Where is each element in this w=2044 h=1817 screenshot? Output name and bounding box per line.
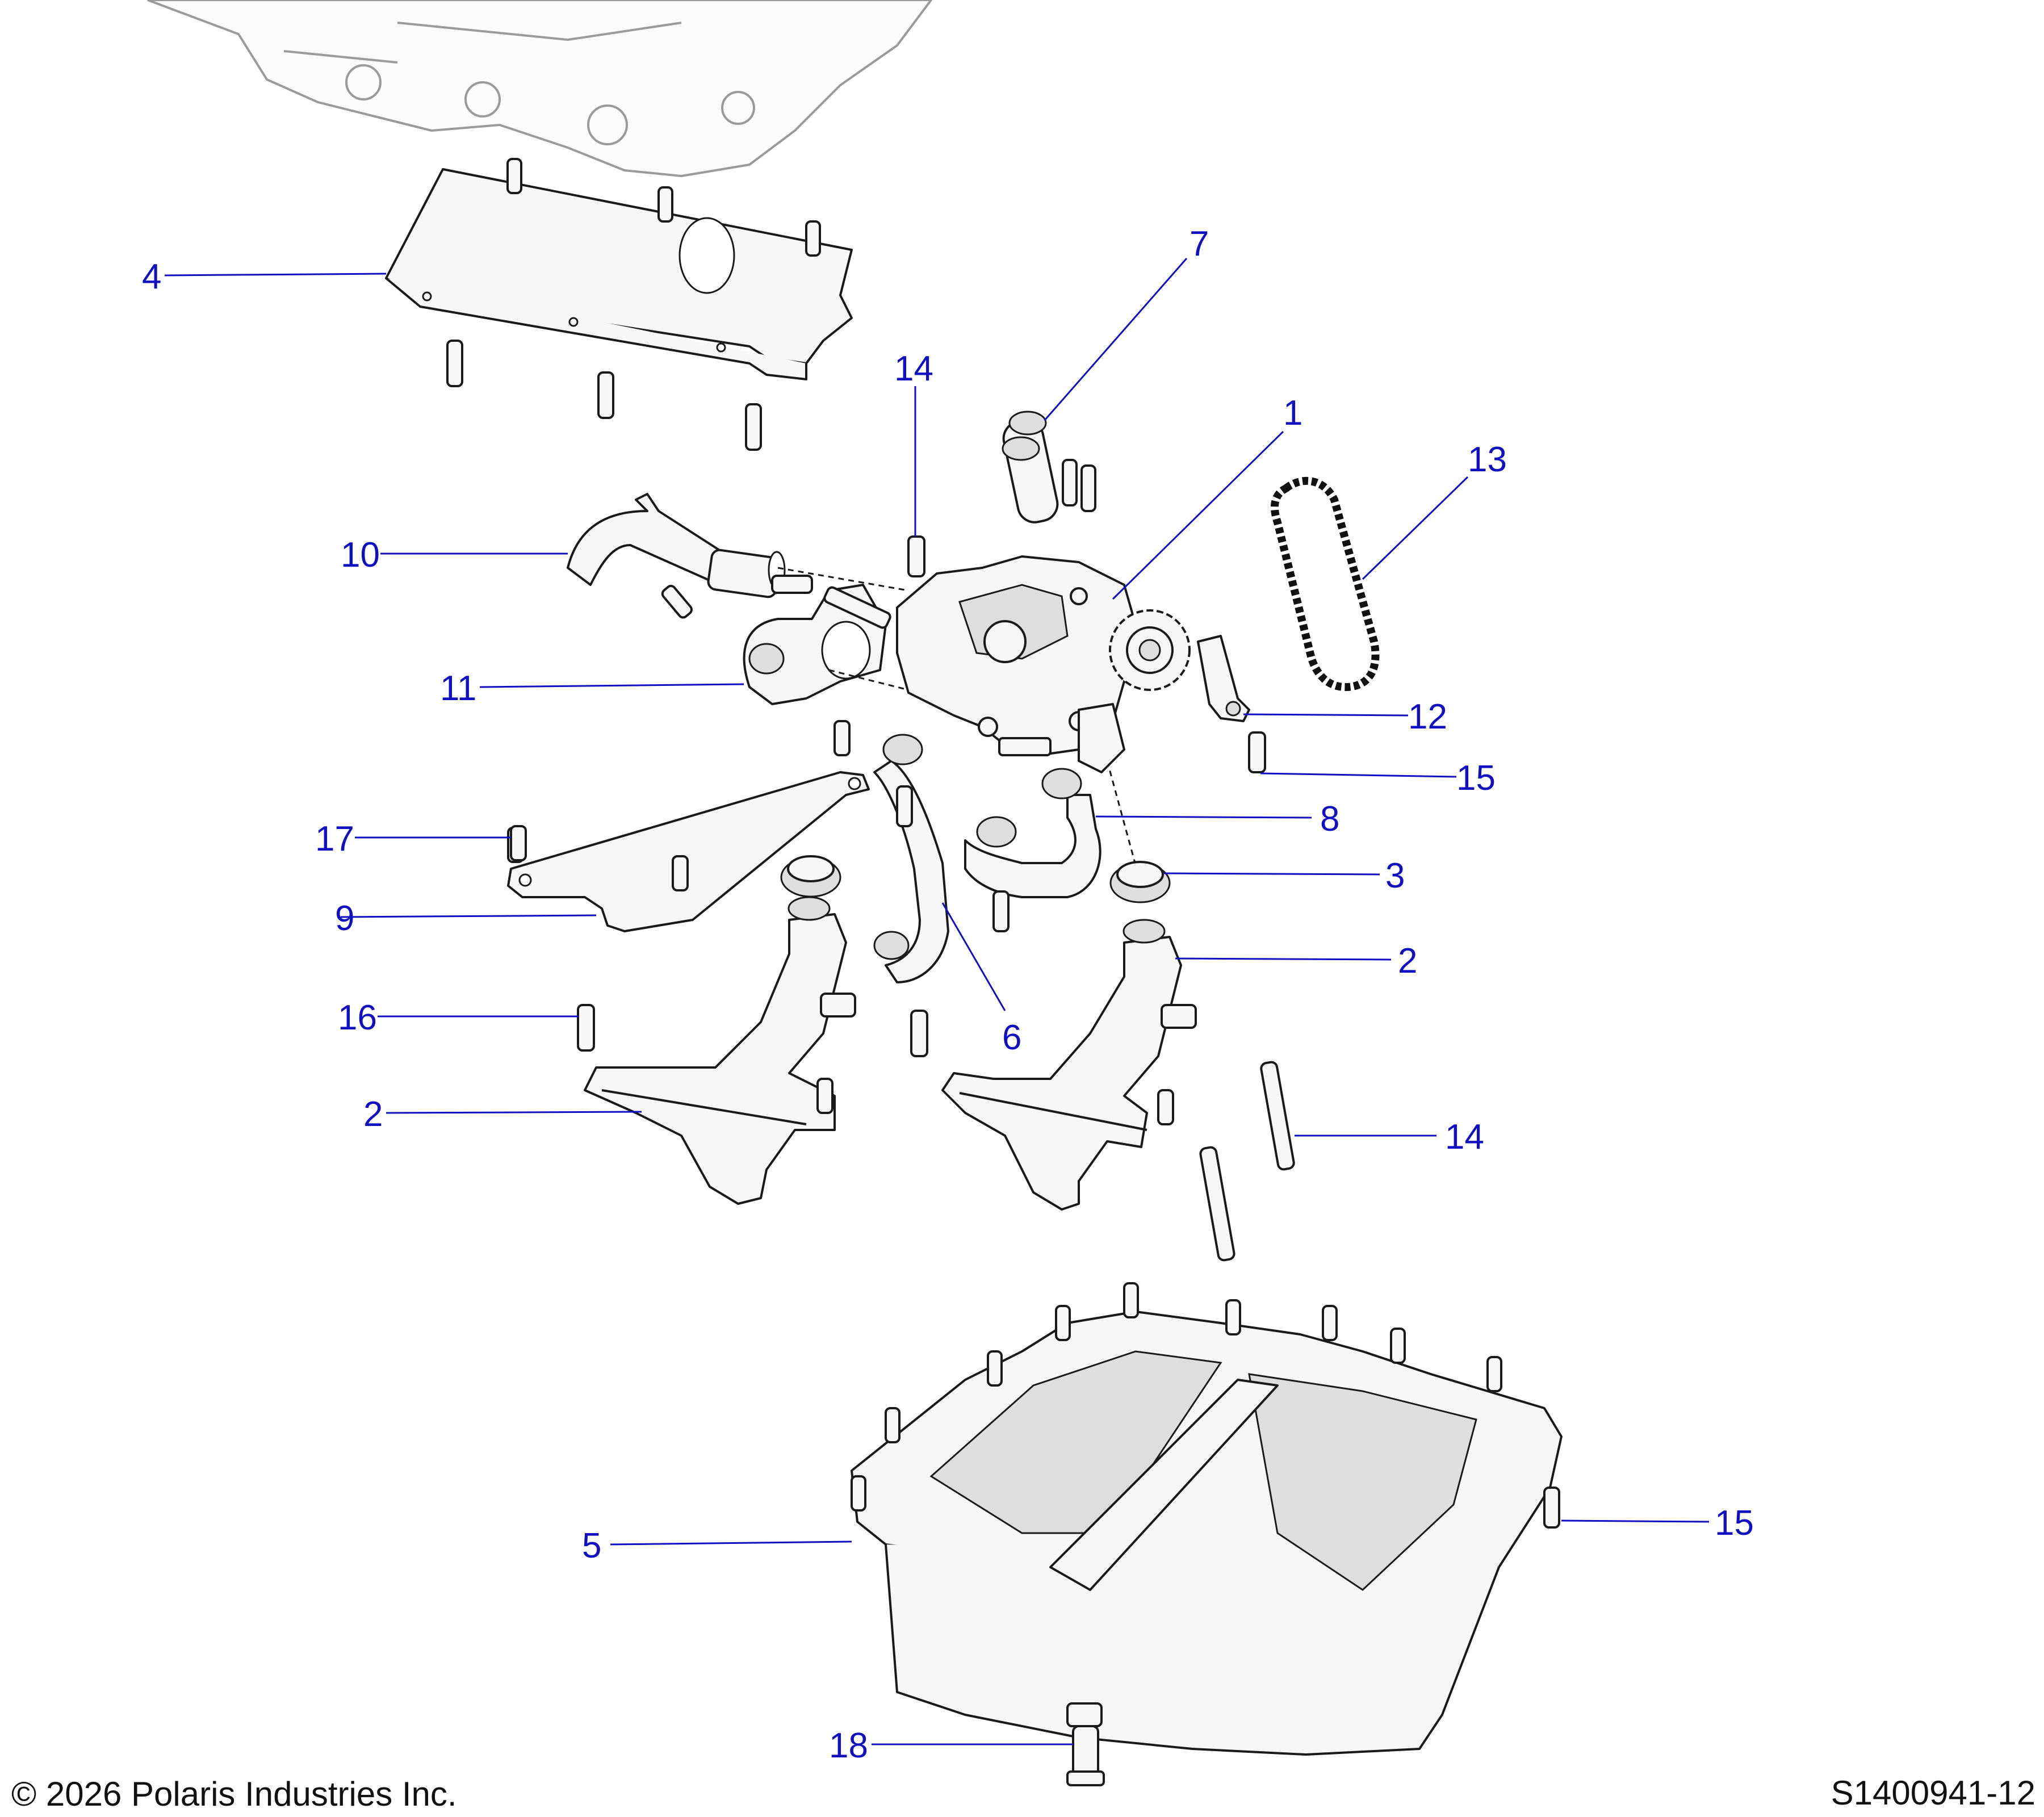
bolt-15-upper <box>1248 731 1266 773</box>
oil-pickup-2-left <box>584 896 856 1205</box>
callout-labels: 4 7 14 1 13 10 11 12 15 8 17 3 9 2 16 6 … <box>142 224 1754 1765</box>
bolt-16 <box>577 1004 595 1052</box>
callout-17: 17 <box>315 819 354 859</box>
strainer-3 <box>1109 861 1171 903</box>
bolt-center <box>910 1010 928 1057</box>
callout-12: 12 <box>1408 697 1447 736</box>
strainer-left <box>780 855 841 898</box>
callout-5: 5 <box>582 1526 601 1565</box>
relief-valve-7 <box>1002 411 1096 524</box>
callout-8: 8 <box>1320 799 1339 839</box>
callout-2-right: 2 <box>1398 941 1417 981</box>
callout-15-lower: 15 <box>1715 1504 1754 1543</box>
assembly-line-lower <box>828 669 920 694</box>
callout-14-upper: 14 <box>894 349 933 388</box>
oil-tube-6 <box>873 734 1010 983</box>
crankcase-ghost <box>147 0 933 178</box>
callout-2-left: 2 <box>363 1095 383 1134</box>
gasket-plate-9 <box>507 720 870 932</box>
callout-10: 10 <box>341 535 380 575</box>
assembly-line-vertical <box>1106 760 1142 886</box>
elbow-fitting-11 <box>743 584 891 705</box>
drain-plug-18 <box>1066 1725 1105 1786</box>
oil-pump-1 <box>896 555 1191 773</box>
bolt-17 <box>510 825 527 861</box>
oil-pipe-10 <box>567 493 813 619</box>
callout-4: 4 <box>142 257 161 296</box>
baffle-plate-4 <box>385 158 853 451</box>
oil-pickup-2-right <box>941 919 1197 1211</box>
callout-16: 16 <box>338 998 377 1037</box>
leader-lines <box>164 258 1710 1745</box>
copyright-text: © 2026 Polaris Industries Inc. <box>11 1775 457 1813</box>
chain-guide-12 <box>1197 635 1250 722</box>
callout-15-upper: 15 <box>1456 759 1496 798</box>
callout-6: 6 <box>1002 1018 1021 1057</box>
callout-3: 3 <box>1385 856 1405 895</box>
oil-pan-5 <box>851 1282 1563 1756</box>
callout-1: 1 <box>1283 393 1302 433</box>
oil-tube-8 <box>964 768 1101 898</box>
callout-13: 13 <box>1468 440 1507 479</box>
assembly-line-upper <box>777 567 909 592</box>
drive-chain-13 <box>1271 477 1380 692</box>
diagram-id: S1400941-12 <box>1831 1774 2035 1812</box>
callout-11: 11 <box>440 669 476 708</box>
callout-18: 18 <box>829 1726 868 1765</box>
callout-7: 7 <box>1189 224 1209 263</box>
stud-14-upper <box>907 535 925 577</box>
callout-9: 9 <box>335 899 354 938</box>
long-bolts-14 <box>1199 1061 1295 1262</box>
callout-14-lower: 14 <box>1445 1117 1484 1157</box>
